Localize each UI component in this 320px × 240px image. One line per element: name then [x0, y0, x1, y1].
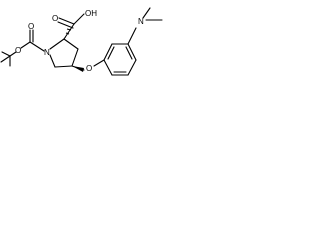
ether-o-label: O — [86, 64, 92, 73]
bond-ring-cg-cd — [54, 65, 73, 68]
bond-ring-cd-n — [49, 54, 56, 68]
bond-ar-inner-a — [107, 46, 115, 60]
bond-cq-me2 — [1, 51, 11, 57]
bond-ar-4-5 — [127, 59, 137, 76]
boc-ester-o-label: O — [15, 46, 21, 55]
bond-n-cboc — [29, 41, 45, 52]
bond-ar-nme2 — [127, 27, 137, 45]
carboxyl-oh-label: OH — [85, 9, 97, 18]
bond-ar-6-1 — [103, 59, 113, 76]
bond-oether-ar — [93, 59, 105, 67]
stereo-hash-bond — [65, 28, 72, 38]
bond-cboc-oester — [20, 41, 31, 49]
boc-carbonyl-o-label: O — [28, 22, 34, 31]
bond-ar-inner-b — [125, 46, 133, 60]
bond-ring-n-ca — [49, 38, 65, 50]
bond-n-me1 — [142, 7, 151, 19]
stereo-wedge-bond — [72, 66, 84, 72]
bond-oester-cq — [9, 51, 17, 57]
dimethylamino-n-label: N — [138, 17, 144, 26]
bond-ar-1-2 — [103, 43, 113, 61]
carboxyl-o-label: O — [52, 14, 58, 23]
molecule-drawing: OH O N O O O N — [0, 7, 163, 76]
bond-ring-cb-cg — [71, 48, 79, 67]
atom-labels: OH O N O O O N — [15, 9, 144, 73]
bond-ccarboxyl-o-b — [57, 21, 74, 29]
structure-diagram: OH O N O O O N — [0, 0, 168, 100]
bond-ar-3-4 — [127, 43, 137, 61]
bond-ccarboxyl-oh — [73, 13, 85, 25]
bond-ring-ca-cb — [63, 38, 79, 50]
ring-n-label: N — [44, 48, 50, 57]
bond-cq-me3 — [0, 55, 11, 63]
bond-ccarboxyl-o-a — [58, 17, 75, 25]
